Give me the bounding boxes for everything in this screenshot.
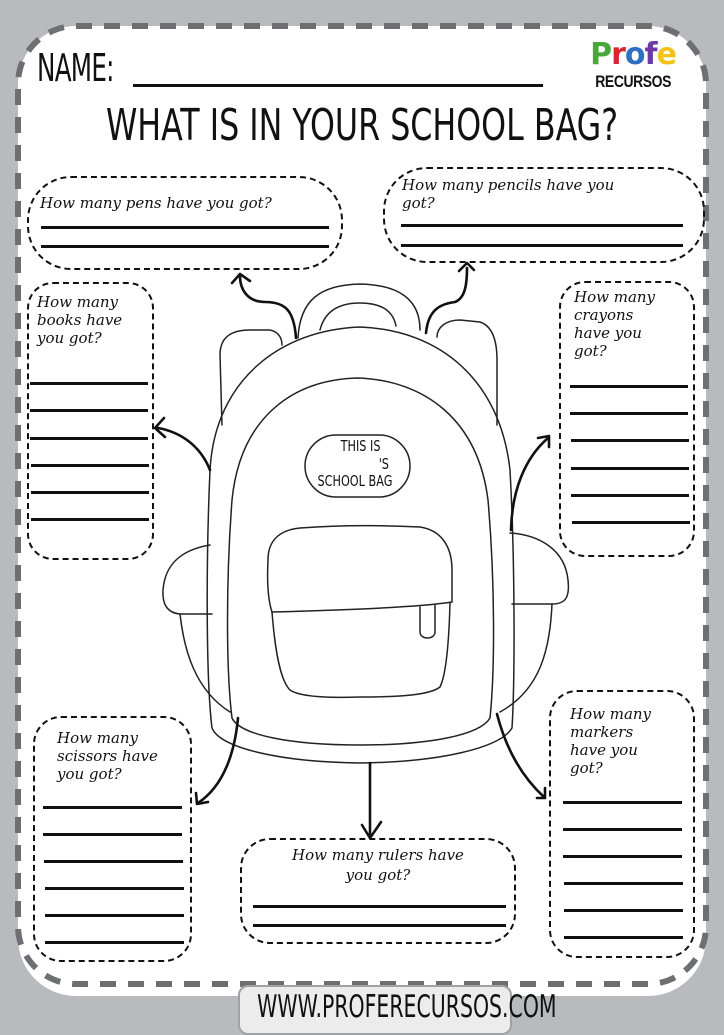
crayons-question-text-4: got? xyxy=(574,342,607,360)
logo-recursos-word: RECURSOS xyxy=(595,72,672,91)
crayons-answer-line[interactable] xyxy=(571,439,689,442)
pencils-answer-line[interactable] xyxy=(401,244,683,247)
logo-letter: o xyxy=(624,37,646,72)
pencils-answer-line[interactable] xyxy=(401,224,683,227)
rulers-question-text-1: How many rulers have xyxy=(292,846,464,864)
badge-this-is: THIS IS xyxy=(340,437,381,455)
logo-letter: f xyxy=(644,37,658,72)
footer-url[interactable]: WWW.PROFERECURSOS.COM xyxy=(257,989,557,1025)
markers-answer-line[interactable] xyxy=(563,828,682,831)
markers-answer-line[interactable] xyxy=(564,882,683,885)
crayons-question-text-1: How many xyxy=(574,288,656,306)
name-input-line[interactable] xyxy=(133,84,543,87)
scissors-answer-line[interactable] xyxy=(45,887,184,890)
scissors-answer-line[interactable] xyxy=(45,941,184,944)
footer-url-tab: WWW.PROFERECURSOS.COM xyxy=(238,985,557,1035)
badge-school-bag: SCHOOL BAG xyxy=(317,472,393,490)
markers-question-text-4: got? xyxy=(570,759,603,777)
crayons-question-text-2: crayons xyxy=(574,306,634,324)
logo-letter: P xyxy=(590,37,612,72)
markers-question-text-3: have you xyxy=(570,741,638,759)
books-question-text-3: you got? xyxy=(37,329,102,347)
books-answer-line[interactable] xyxy=(31,518,149,521)
books-answer-line[interactable] xyxy=(30,409,148,412)
scissors-answer-line[interactable] xyxy=(43,806,182,809)
markers-answer-line[interactable] xyxy=(564,909,683,912)
logo-letter: r xyxy=(611,37,626,72)
scissors-question-text-3: you got? xyxy=(57,765,122,783)
scissors-answer-line[interactable] xyxy=(43,833,182,836)
scissors-answer-line[interactable] xyxy=(45,914,184,917)
books-answer-line[interactable] xyxy=(31,491,149,494)
scissors-question-box xyxy=(33,716,192,962)
rulers-question-box xyxy=(240,838,516,944)
pens-question-box xyxy=(27,176,343,270)
crayons-question-text-3: have you xyxy=(574,324,642,342)
markers-question-text-2: markers xyxy=(570,723,634,741)
pencils-question-text-1: How many pencils have you xyxy=(402,176,615,194)
profe-recursos-logo: Profe RECURSOS xyxy=(587,40,679,92)
scissors-question-text-1: How many xyxy=(57,729,139,747)
pens-answer-line[interactable] xyxy=(41,245,329,248)
badge-apostrophe-s: 'S xyxy=(378,455,389,473)
markers-answer-line[interactable] xyxy=(563,801,682,804)
rulers-question-text-2: you got? xyxy=(345,866,411,884)
logo-profe-word: Profe xyxy=(587,40,679,70)
books-answer-line[interactable] xyxy=(31,464,149,467)
backpack-name-field[interactable] xyxy=(318,455,373,471)
crayons-answer-line[interactable] xyxy=(571,467,689,470)
logo-letter: e xyxy=(656,37,677,72)
pencils-question-box xyxy=(383,167,705,263)
books-answer-line[interactable] xyxy=(30,382,148,385)
crayons-answer-line[interactable] xyxy=(572,521,690,524)
books-answer-line[interactable] xyxy=(30,437,148,440)
crayons-question-box xyxy=(559,281,695,557)
scissors-question-text-2: scissors have xyxy=(57,747,158,765)
pencils-question-text-2: got? xyxy=(402,194,435,212)
books-question-box xyxy=(27,282,154,560)
crayons-answer-line[interactable] xyxy=(571,494,689,497)
markers-answer-line[interactable] xyxy=(564,936,683,939)
markers-question-text-1: How many xyxy=(570,705,652,723)
books-question-text-2: books have xyxy=(37,311,123,329)
markers-answer-line[interactable] xyxy=(563,855,682,858)
pens-answer-line[interactable] xyxy=(41,226,329,229)
rulers-answer-line[interactable] xyxy=(253,924,506,927)
books-question-text-1: How many xyxy=(37,293,119,311)
crayons-answer-line[interactable] xyxy=(570,385,688,388)
pens-question-text: How many pens have you got? xyxy=(40,194,272,212)
rulers-answer-line[interactable] xyxy=(253,905,506,908)
crayons-answer-line[interactable] xyxy=(570,412,688,415)
page-title: WHAT IS IN YOUR SCHOOL BAG? xyxy=(105,100,619,151)
name-label: NAME: xyxy=(37,46,114,90)
scissors-answer-line[interactable] xyxy=(44,860,183,863)
markers-question-box xyxy=(549,690,695,958)
